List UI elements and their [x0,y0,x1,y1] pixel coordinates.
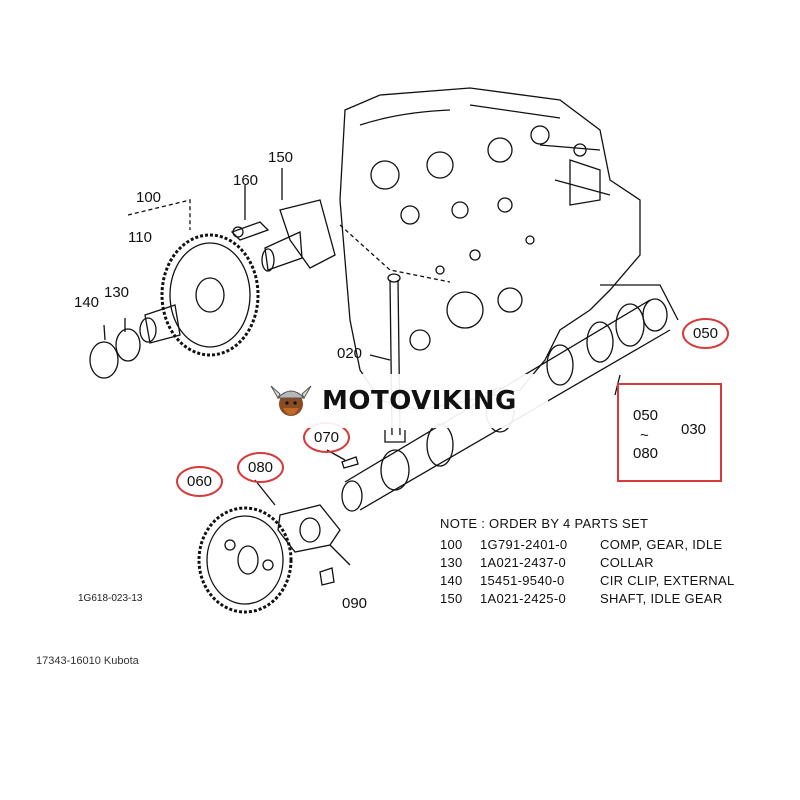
cam-gear [197,506,293,614]
idle-gear-shaft [264,231,303,271]
callout-range-start: 050 [633,407,659,424]
note-ref: 140 [440,572,463,588]
callout-150: 150 [268,149,294,166]
callout-060: 060 [176,466,224,497]
note-ref: 130 [440,554,463,570]
callout-110: 110 [128,229,152,246]
callout-050: 050 [682,318,730,349]
note-ref: 150 [440,590,463,606]
callout-030: 030 [681,421,707,438]
idle-gear-collar [144,304,181,344]
set-group-box [617,383,722,482]
parts-note: NOTE : ORDER BY 4 PARTS SET 100 1G791-24… [440,516,734,607]
note-description: COMP, GEAR, IDLE [600,536,723,552]
note-part-number: 1A021-2437-0 [480,554,566,570]
callout-160: 160 [233,172,259,189]
note-ref: 100 [440,536,463,552]
watermark-logo: MOTOVIKING [262,374,548,428]
note-row: 130 1A021-2437-0 COLLAR [440,553,734,571]
note-part-number: 1A021-2425-0 [480,590,566,606]
callout-020: 020 [337,345,363,362]
callout-range-mark: ~ [640,427,649,444]
diagram-code: 1G618-023-13 [78,593,143,604]
idle-gear [160,233,260,357]
engine-block [339,87,641,411]
note-description: COLLAR [600,554,654,570]
note-row: 150 1A021-2425-0 SHAFT, IDLE GEAR [440,589,734,607]
note-row: 140 15451-9540-0 CIR CLIP, EXTERNAL [440,571,734,589]
note-part-number: 15451-9540-0 [480,572,565,588]
note-part-number: 1G791-2401-0 [480,536,568,552]
note-heading: NOTE : ORDER BY 4 PARTS SET [440,516,649,531]
viking-helmet-icon [270,385,312,416]
diagram-caption: 17343-16010 Kubota [36,655,139,667]
note-description: CIR CLIP, EXTERNAL [600,572,735,588]
callout-100: 100 [136,189,162,206]
note-description: SHAFT, IDLE GEAR [600,590,723,606]
note-row: 100 1G791-2401-0 COMP, GEAR, IDLE [440,535,734,553]
callout-090: 090 [342,595,368,612]
callout-140: 140 [74,294,100,311]
watermark-text: MOTOVIKING [322,386,517,416]
callout-080: 080 [237,452,285,483]
callout-range-end: 080 [633,445,659,462]
callout-130: 130 [104,284,130,301]
